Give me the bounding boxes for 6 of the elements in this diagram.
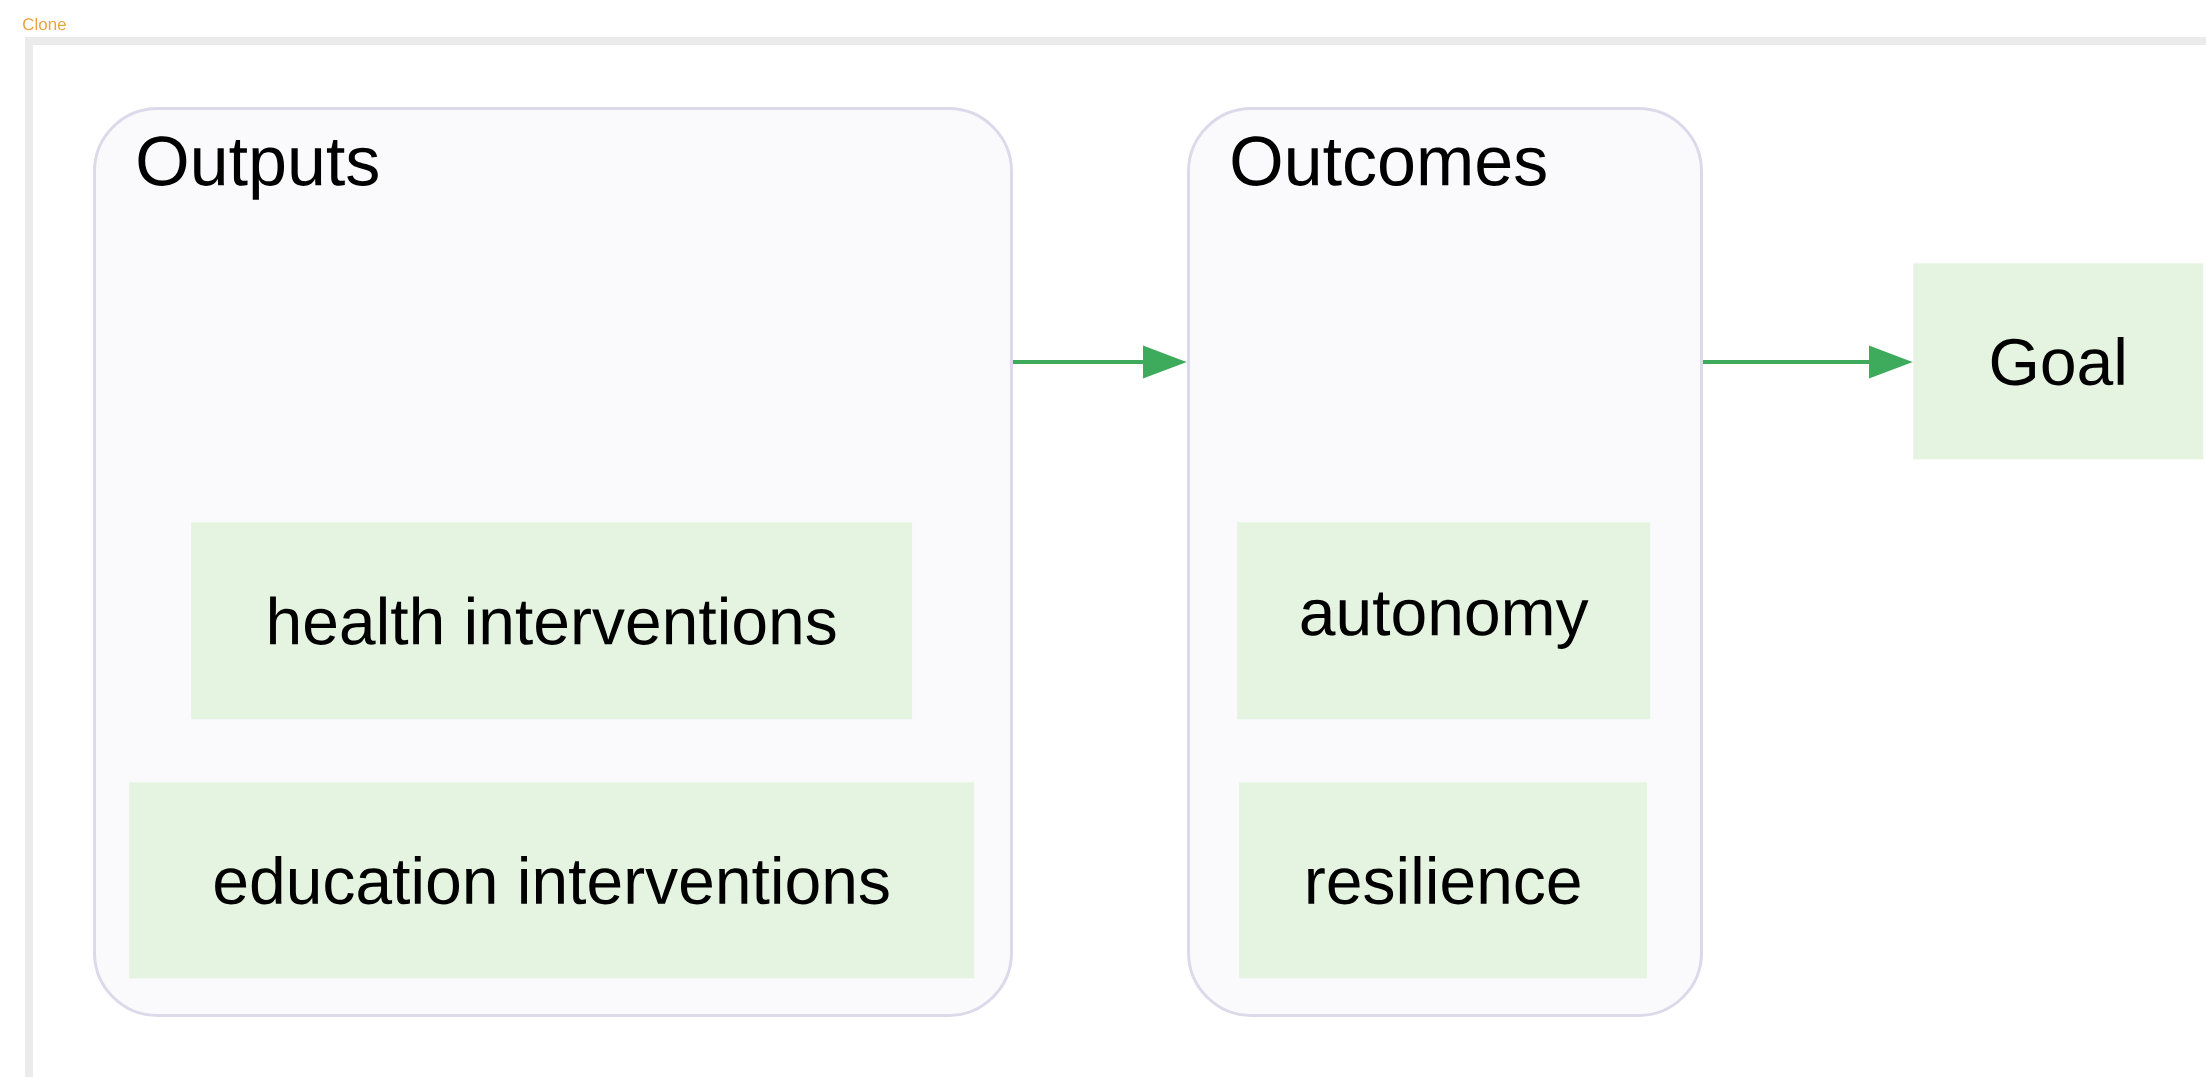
tab-label: Clone [23, 17, 66, 31]
process-box: Goal [1913, 263, 2204, 460]
process-box: resilience [1239, 782, 1648, 979]
process-box: education interventions [129, 782, 975, 979]
process-box: health interventions [191, 522, 913, 720]
process-box: autonomy [1237, 522, 1651, 720]
